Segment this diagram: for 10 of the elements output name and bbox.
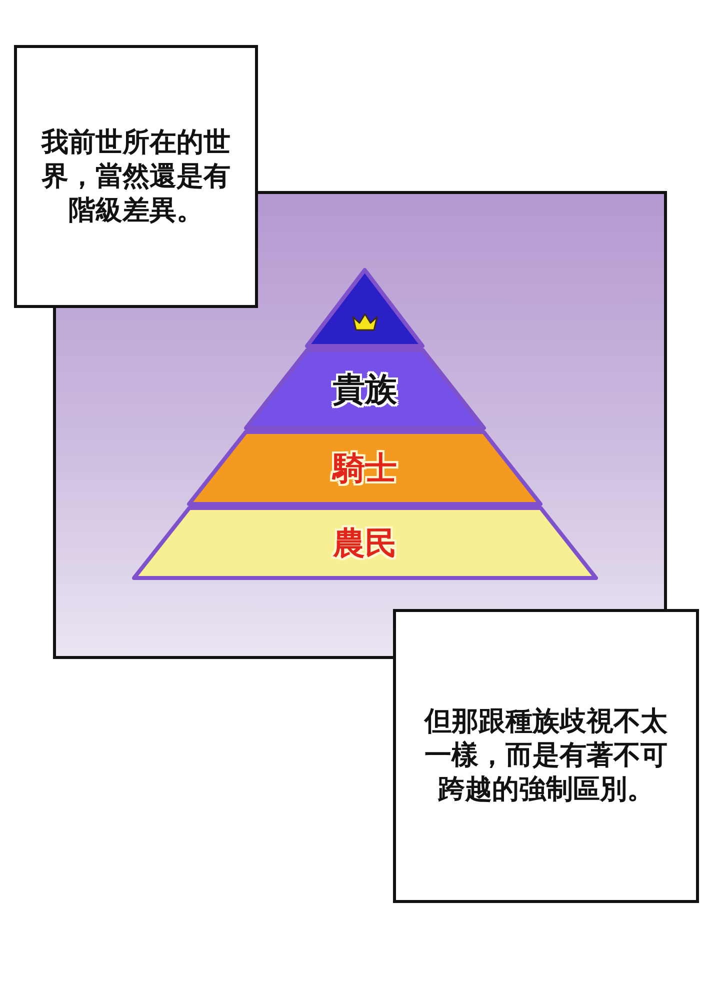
pyramid-tier [244, 348, 486, 430]
caption-text: 但那跟種族歧視不太一樣，而是有著不可跨越的強制區別。 [422, 705, 668, 807]
caption-text: 我前世所在的世界，當然還是有階級差異。 [40, 126, 232, 228]
tier-label: 貴族 [332, 370, 397, 408]
tier-label: 農民 [333, 524, 397, 562]
caption-box [14, 45, 258, 308]
caption-box [393, 609, 699, 903]
tier-label: 騎士 [332, 449, 397, 487]
pyramid-tier [187, 430, 543, 506]
pyramid-apex [305, 268, 425, 348]
